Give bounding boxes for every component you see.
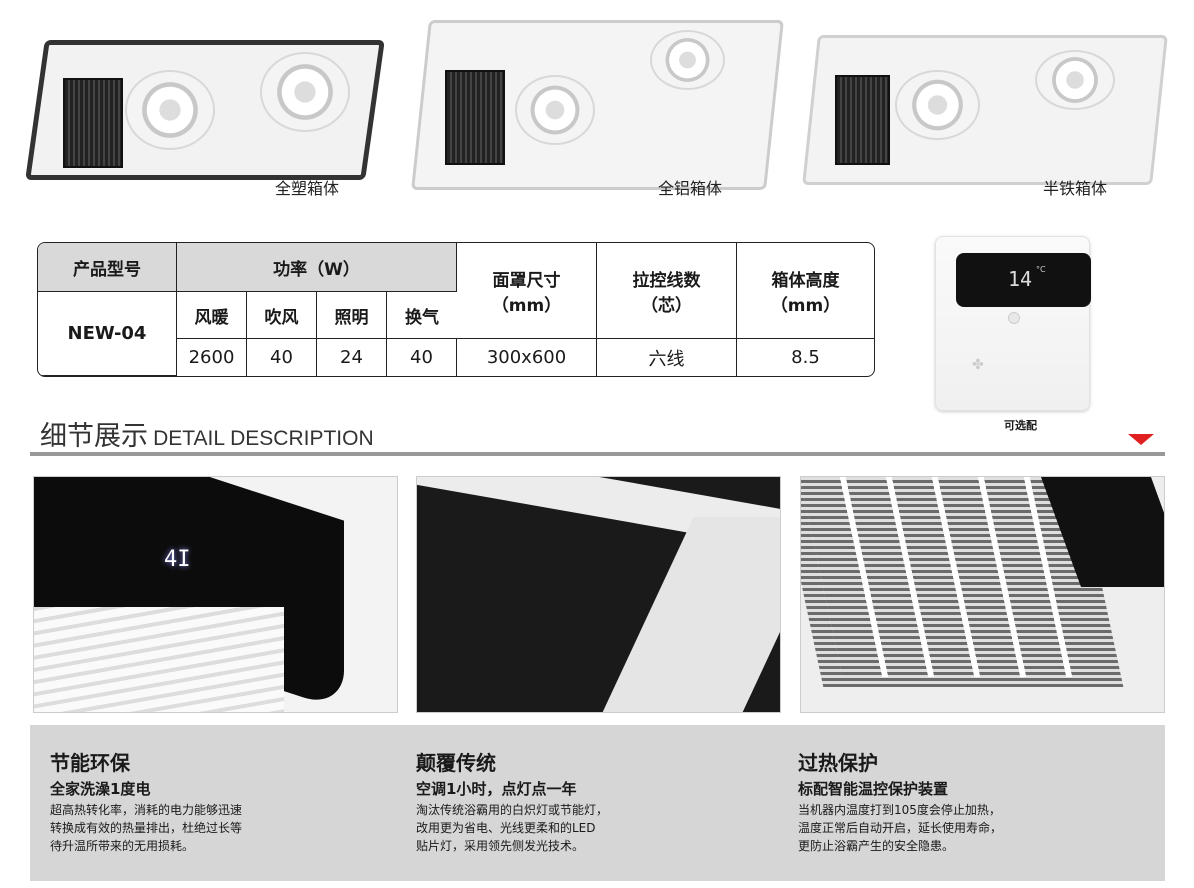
size-value: 300x600 [457, 339, 597, 376]
wires-header: 拉控线数（芯） [597, 243, 737, 339]
section-title-en: DETAIL DESCRIPTION [153, 427, 374, 450]
feature-subtitle: 空调1小时，点灯点一年 [416, 780, 577, 798]
feature-title: 过热保护 [798, 751, 878, 775]
detail-image-corner [416, 476, 781, 713]
section-title-cn: 细节展示 [40, 421, 148, 452]
feature-line: 更防止浴霸产生的安全隐患。 [798, 839, 955, 853]
height-header: 箱体高度（mm） [737, 243, 874, 339]
blow-value: 40 [247, 339, 317, 376]
feature-overheat: 过热保护 标配智能温控保护装置 当机器内温度打到105度会停止加热， 温度正常后… [798, 747, 1002, 855]
feature-energy: 节能环保 全家洗澡1度电 超高热转化率，消耗的电力能够迅速 转换成有效的热量排出… [50, 747, 242, 855]
feature-line: 贴片灯，采用领先侧发光技术。 [416, 839, 585, 853]
product-label: 全塑箱体 [275, 179, 340, 198]
detail-image-grille [800, 476, 1165, 713]
power-icon [1008, 312, 1020, 324]
product-image-iron [800, 25, 1170, 195]
product-image-aluminum [411, 5, 785, 205]
model-value: NEW-04 [38, 292, 177, 376]
section-heading: 细节展示 DETAIL DESCRIPTION [40, 414, 374, 453]
model-header: 产品型号 [38, 243, 177, 292]
feature-subtitle: 全家洗澡1度电 [50, 780, 151, 798]
feature-led: 颠覆传统 空调1小时，点灯点一年 淘汰传统浴霸用的白炽灯或节能灯， 改用更为省电… [416, 747, 608, 855]
ventilation-value: 40 [387, 339, 457, 376]
feature-subtitle: 标配智能温控保护装置 [798, 780, 949, 798]
product-label: 半铁箱体 [1043, 179, 1108, 198]
heating-value: 2600 [177, 339, 247, 376]
detail-image-control: 4I [33, 476, 398, 713]
sub-header: 风暖 [177, 292, 247, 339]
size-header: 面罩尺寸（mm） [457, 243, 597, 339]
feature-line: 超高热转化率，消耗的电力能够迅速 [50, 803, 243, 817]
lighting-value: 24 [317, 339, 387, 376]
display-temp: 14 [1008, 267, 1033, 291]
feature-line: 改用更为省电、光线更柔和的LED [416, 821, 596, 835]
feature-line: 当机器内温度打到105度会停止加热， [798, 803, 1001, 817]
panel-display: 14 °C [956, 253, 1091, 307]
sub-header: 吹风 [247, 292, 317, 339]
spec-table: 产品型号 功率（W） 面罩尺寸（mm） 拉控线数（芯） 箱体高度（mm） NEW… [37, 242, 875, 377]
feature-line: 淘汰传统浴霸用的白炽灯或节能灯， [416, 803, 609, 817]
height-value: 8.5 [791, 347, 820, 368]
feature-line: 温度正常后自动开启，延长使用寿命， [798, 821, 1003, 835]
product-image-plastic [25, 30, 385, 190]
panel-caption: 可选配 [1004, 419, 1037, 432]
sub-header: 照明 [317, 292, 387, 339]
wires-value: 六线 [597, 339, 737, 376]
feature-line: 转换成有效的热量排出，杜绝过长等 [50, 821, 243, 835]
feature-line: 待升温所带来的无用损耗。 [50, 839, 195, 853]
power-header: 功率（W） [177, 243, 457, 292]
red-triangle-icon [1128, 434, 1154, 445]
feature-title: 颠覆传统 [416, 751, 496, 775]
fan-icon: ✤ [972, 357, 984, 373]
control-panel-image: 14 °C ✤ [935, 236, 1091, 411]
display-unit: °C [1036, 265, 1046, 274]
features-band: 节能环保 全家洗澡1度电 超高热转化率，消耗的电力能够迅速 转换成有效的热量排出… [30, 725, 1165, 881]
sub-header: 换气 [387, 292, 457, 339]
section-divider [30, 452, 1165, 456]
product-label: 全铝箱体 [658, 179, 723, 198]
feature-title: 节能环保 [50, 751, 130, 775]
